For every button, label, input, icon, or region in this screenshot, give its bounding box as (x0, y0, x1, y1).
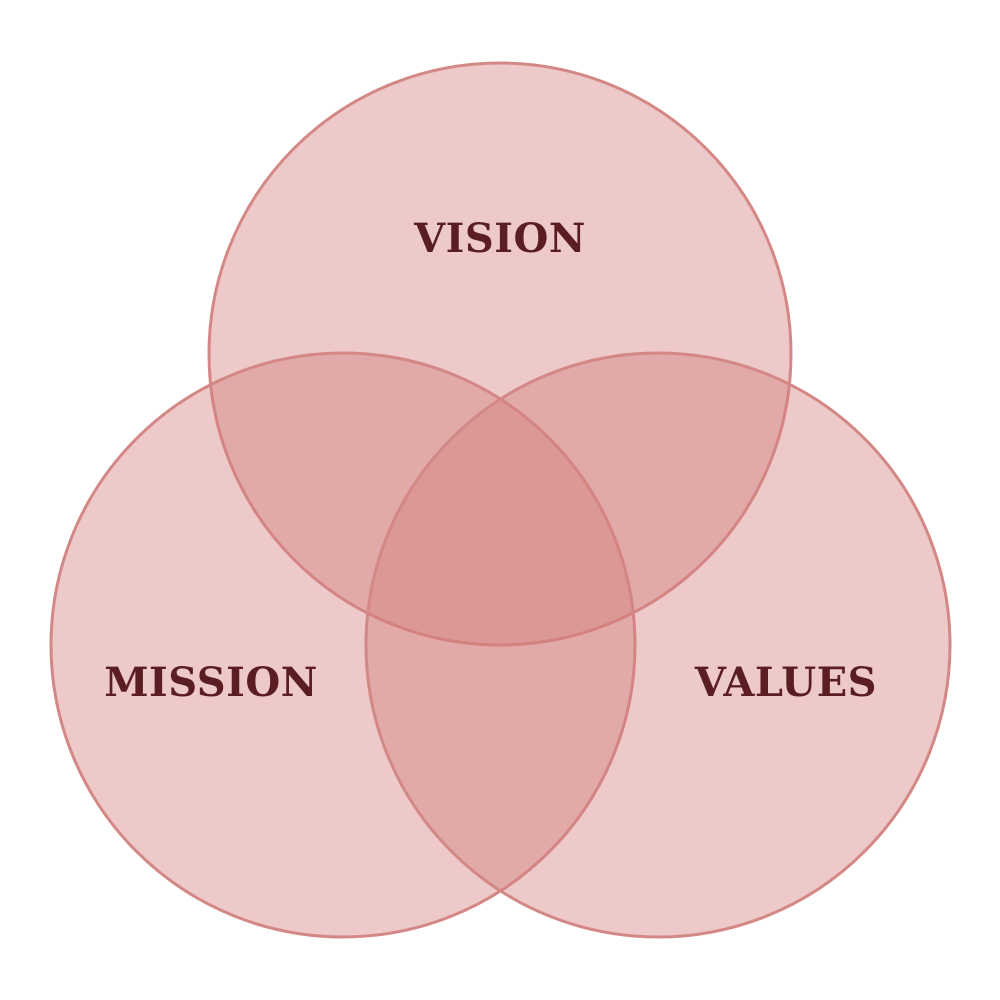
mission-circle (49, 351, 637, 939)
values-circle (364, 351, 952, 939)
vision-circle (207, 61, 793, 647)
values-label: VALUES (694, 659, 877, 706)
mission-label: MISSION (104, 659, 318, 706)
vision-label: VISION (413, 215, 586, 262)
